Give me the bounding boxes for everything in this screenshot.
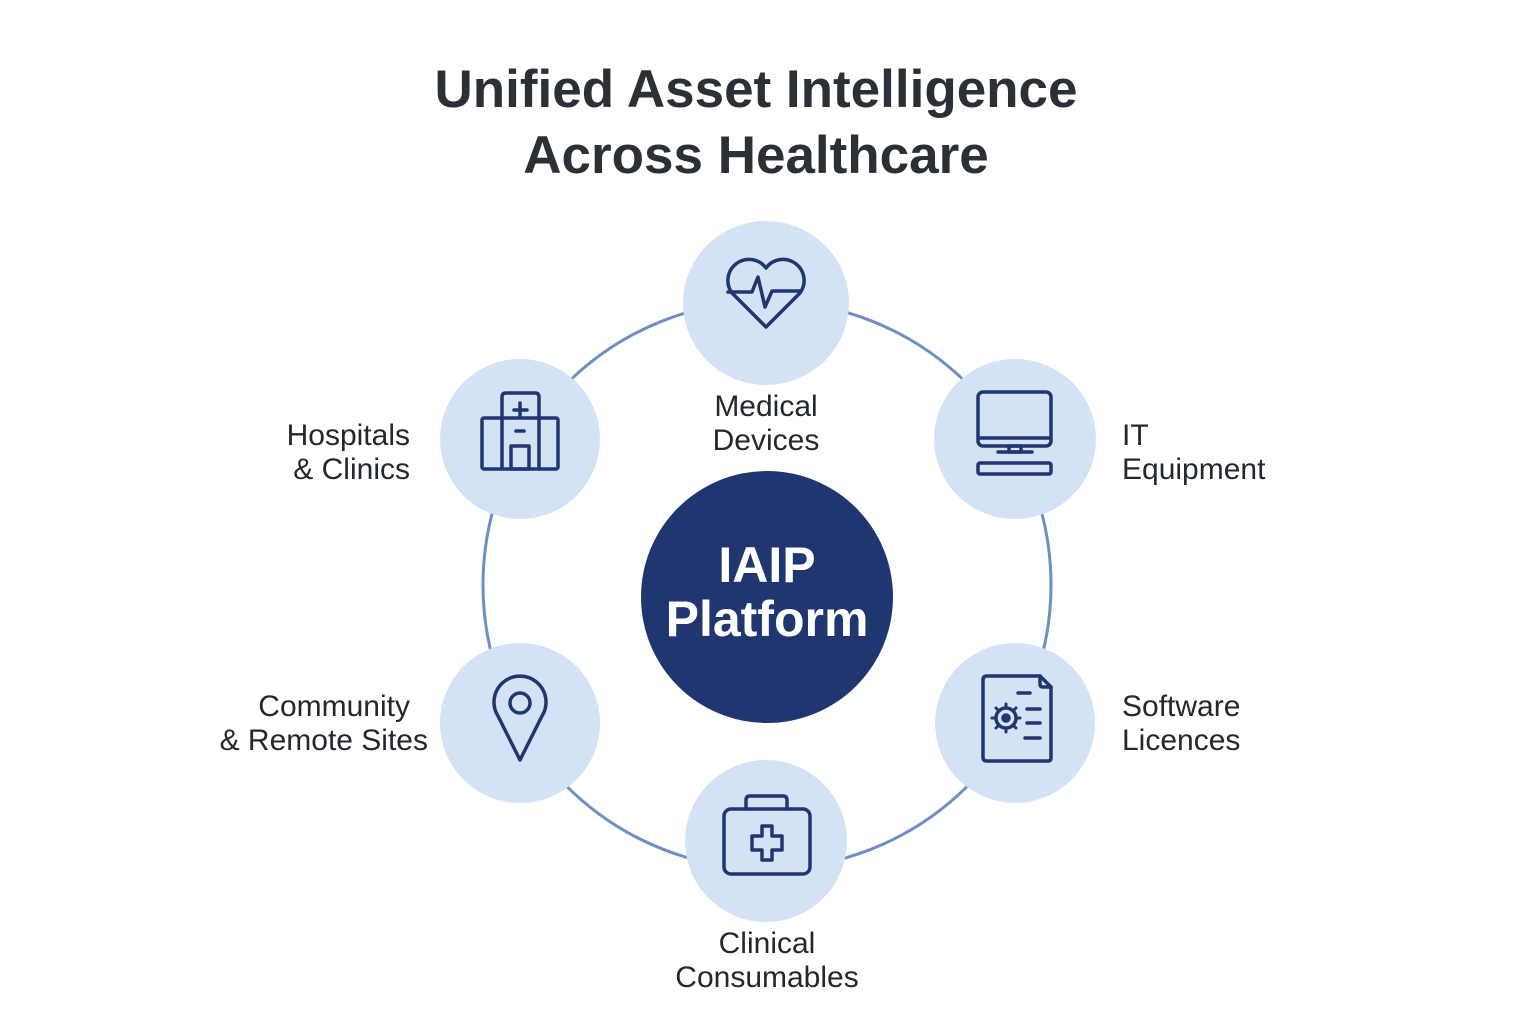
title-line-1: Unified Asset Intelligence: [434, 60, 1078, 119]
center-platform-circle: [641, 471, 893, 723]
label-clinical-consumables: Clinical Consumables: [617, 927, 917, 995]
page-title: Unified Asset Intelligence Across Health…: [0, 57, 1512, 189]
label-community-remote-sites: Community & Remote Sites: [220, 690, 428, 758]
label-line: IT: [1122, 419, 1149, 452]
label-line: Equipment: [1122, 453, 1266, 486]
label-line: Hospitals: [286, 419, 410, 452]
label-it-equipment: IT Equipment: [1122, 419, 1265, 487]
location-pin-icon: [492, 674, 548, 762]
heart-pulse-icon: [726, 257, 806, 329]
document-gear-icon: [981, 674, 1053, 763]
center-label-line-1: IAIP: [718, 537, 816, 593]
node-circles: [440, 221, 1096, 922]
label-line: Medical: [714, 390, 818, 423]
center-platform-label: IAIP Platform: [641, 538, 893, 646]
label-hospitals-clinics: Hospitals & Clinics: [287, 419, 410, 487]
label-software-licences: Software Licences: [1122, 690, 1240, 758]
monitor-icon: [976, 390, 1053, 476]
label-line: Devices: [712, 424, 820, 457]
label-line: Clinical: [718, 927, 816, 960]
first-aid-kit-icon: [722, 794, 812, 876]
center-label-line-2: Platform: [665, 591, 869, 647]
label-line: & Remote Sites: [219, 724, 428, 757]
title-line-2: Across Healthcare: [523, 126, 989, 185]
label-line: Licences: [1122, 724, 1241, 757]
node-hospitals-clinics: [440, 359, 600, 519]
label-medical-devices: Medical Devices: [666, 390, 866, 458]
hospital-icon: [480, 391, 560, 471]
label-line: Software: [1122, 690, 1241, 723]
label-line: Community: [258, 690, 410, 723]
label-line: & Clinics: [293, 453, 410, 486]
label-line: Consumables: [675, 961, 859, 994]
node-community-remote-sites: [440, 643, 600, 803]
node-clinical-consumables: [685, 760, 847, 922]
